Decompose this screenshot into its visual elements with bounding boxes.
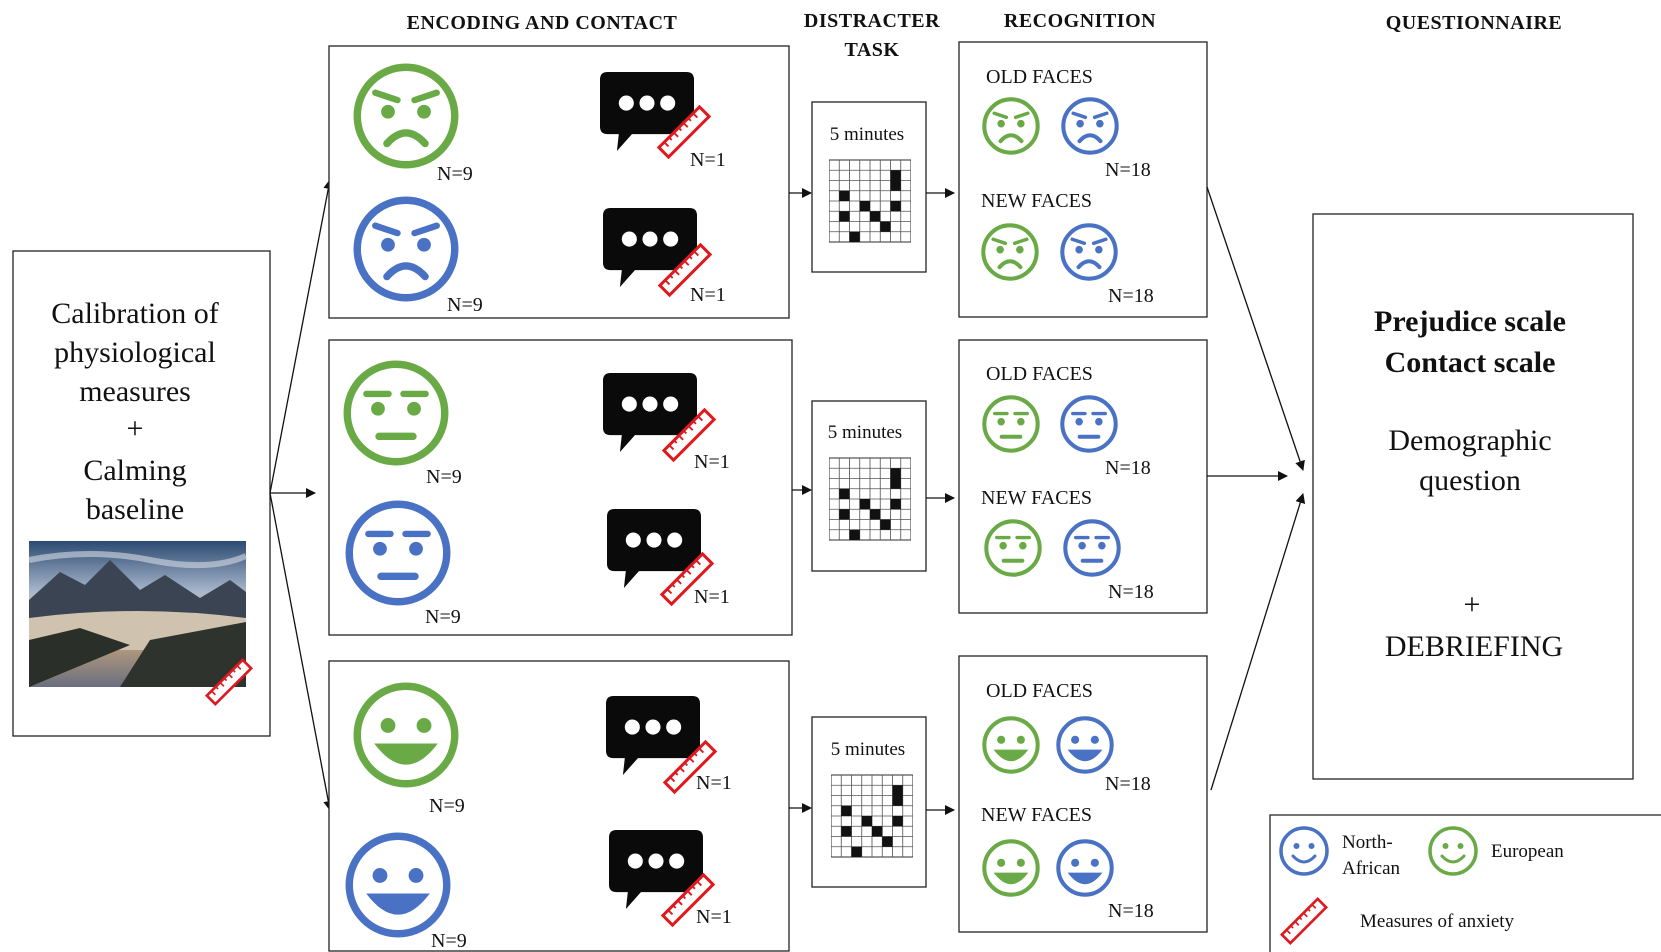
n-label: N=18 — [1108, 900, 1154, 922]
n-label: N=9 — [447, 294, 483, 316]
distracter-box-neutral: 5 minutes — [811, 400, 927, 572]
grid-task-icon — [829, 457, 911, 541]
calibration-box: Calibration of physiological measures + … — [12, 250, 271, 737]
questionnaire-plus: + — [1464, 588, 1481, 621]
n-label: N=1 — [696, 772, 732, 794]
prejudice-scale-label: Prejudice scale — [1374, 305, 1566, 338]
arrow-calibration-to-happy — [269, 492, 334, 811]
new-faces-label: NEW FACES — [981, 804, 1092, 826]
legend-european: European — [1491, 841, 1564, 862]
header-recognition: RECOGNITION — [1004, 10, 1156, 32]
distracter-duration: 5 minutes — [830, 124, 904, 145]
arrow-recognition-to-questionnaire — [1210, 493, 1306, 791]
new-faces-label: NEW FACES — [981, 190, 1092, 212]
n-label: N=1 — [690, 149, 726, 171]
contact-scale-label: Contact scale — [1385, 346, 1556, 379]
n-label: N=9 — [437, 163, 473, 185]
n-label: N=9 — [426, 466, 462, 488]
n-label: N=18 — [1105, 457, 1151, 479]
n-label: N=1 — [694, 451, 730, 473]
old-faces-label: OLD FACES — [986, 363, 1093, 385]
encoding-box-angry: N=9 N=9 N=1 N=1 — [328, 45, 790, 319]
header-questionnaire: QUESTIONNAIRE — [1386, 12, 1563, 34]
landscape-photo — [28, 541, 248, 687]
n-label: N=9 — [429, 795, 465, 817]
arrow-calibration-to-angry — [269, 179, 334, 494]
n-label: N=1 — [694, 586, 730, 608]
calibration-line5: baseline — [86, 493, 184, 526]
legend-north-african-line1: North- — [1342, 832, 1393, 853]
demographic-label: Demographic — [1388, 424, 1551, 457]
calibration-line2: physiological — [54, 336, 216, 369]
legend: North- African European Measures of anxi… — [1269, 814, 1661, 952]
new-faces-label: NEW FACES — [981, 487, 1092, 509]
n-label: N=18 — [1108, 581, 1154, 603]
n-label: N=1 — [690, 284, 726, 306]
legend-anxiety: Measures of anxiety — [1360, 911, 1515, 932]
debriefing-label: DEBRIEFING — [1385, 630, 1563, 663]
distracter-duration: 5 minutes — [828, 422, 902, 443]
header-encoding-contact: ENCODING AND CONTACT — [407, 12, 678, 34]
distracter-box-happy: 5 minutes — [811, 716, 927, 888]
encoding-box-happy: N=9 N=9 N=1 N=1 — [328, 660, 790, 952]
european-face-icon — [1428, 826, 1478, 876]
encoding-box-neutral: N=9 N=9 N=1 N=1 — [328, 339, 793, 636]
calibration-line3: measures — [79, 375, 191, 408]
distracter-duration: 5 minutes — [831, 739, 905, 760]
n-label: N=9 — [425, 606, 461, 628]
calibration-plus: + — [127, 412, 144, 445]
n-label: N=9 — [431, 930, 467, 952]
distracter-box-angry: 5 minutes — [811, 101, 927, 273]
anxiety-ruler-icon — [1280, 897, 1328, 945]
n-label: N=18 — [1105, 773, 1151, 795]
n-label: N=1 — [696, 906, 732, 928]
legend-north-african-line2: African — [1342, 858, 1401, 879]
calibration-line4: Calming — [83, 454, 186, 487]
grid-task-icon — [829, 159, 911, 243]
question-label: question — [1419, 464, 1521, 497]
north-african-face-icon — [1279, 826, 1329, 876]
n-label: N=18 — [1105, 159, 1151, 181]
calibration-line1: Calibration of — [51, 297, 218, 330]
grid-task-icon — [831, 774, 913, 858]
old-faces-label: OLD FACES — [986, 680, 1093, 702]
n-label: N=18 — [1108, 285, 1154, 307]
header-distracter-line1: DISTRACTER — [804, 10, 940, 32]
old-faces-label: OLD FACES — [986, 66, 1093, 88]
recognition-box-angry: OLD FACES N=18 NEW FACES N=18 — [958, 41, 1208, 318]
header-distracter-line2: TASK — [845, 39, 900, 61]
questionnaire-box: Prejudice scale Contact scale Demographi… — [1312, 213, 1634, 780]
arrow-recognition-to-questionnaire — [1206, 186, 1305, 471]
recognition-box-neutral: OLD FACES N=18 NEW FACES N=18 — [958, 339, 1208, 614]
recognition-box-happy: OLD FACES N=18 NEW FACES N=18 — [958, 655, 1208, 933]
